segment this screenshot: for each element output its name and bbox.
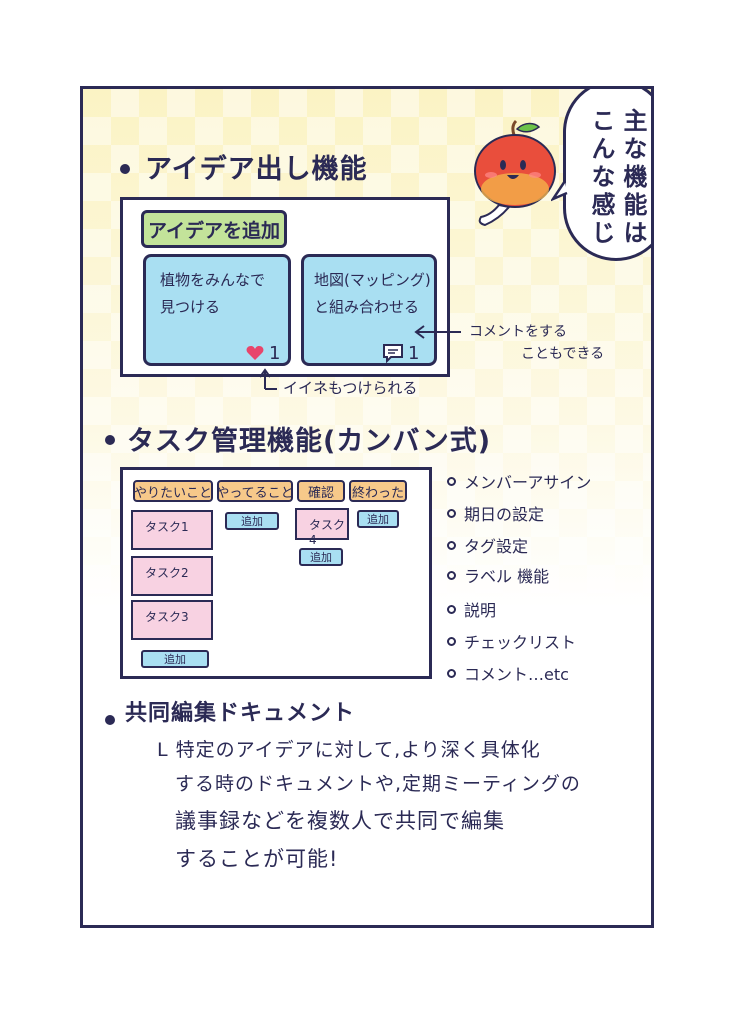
task-card[interactable]: タスク4	[295, 508, 349, 547]
section-title-ideas: アイデア出し機能	[145, 154, 368, 185]
add-idea-button[interactable]: アイデアを追加	[141, 210, 287, 248]
feature-item: チェックリスト	[447, 629, 576, 653]
feature-item: コメント…etc	[447, 661, 569, 685]
circle-bullet-icon	[447, 636, 456, 646]
feature-item: メンバーアサイン	[447, 469, 591, 493]
doc-description-line: する時のドキュメントや,定期ミーティングの	[175, 773, 581, 795]
task-card[interactable]: タスク1	[131, 510, 213, 550]
arrow-icon	[414, 325, 461, 339]
feature-label: ラベル 機能	[464, 567, 550, 586]
feature-item: 期日の設定	[447, 501, 544, 525]
circle-bullet-icon	[447, 540, 456, 550]
section-title-docs: 共同編集ドキュメント	[125, 701, 356, 726]
idea-card-text: 地図(マッピング) と組み合わせる	[314, 271, 431, 316]
comment-note-line2: こともできる	[521, 346, 605, 362]
bubble-tail-icon	[551, 180, 568, 202]
kanban-board: やりたいこと やってること 確認 終わった タスク1 タスク2 タスク3 追加 …	[120, 467, 432, 679]
illustration-frame: アイデア出し機能 アイデアを追加 植物をみんなで 見つける 1 地図(マッピング…	[80, 86, 654, 928]
comment-icon[interactable]	[382, 343, 404, 363]
circle-bullet-icon	[447, 604, 456, 614]
add-task-button[interactable]: 追加	[299, 548, 343, 566]
task-card[interactable]: タスク2	[131, 556, 213, 596]
feature-item: ラベル 機能	[447, 563, 549, 587]
circle-bullet-icon	[447, 476, 456, 486]
idea-card[interactable]: 植物をみんなで 見つける 1	[143, 254, 291, 366]
like-count: 1	[269, 343, 281, 364]
section-title-tasks: タスク管理機能(カンバン式)	[127, 426, 492, 457]
add-task-button[interactable]: 追加	[225, 512, 279, 530]
idea-board: アイデアを追加 植物をみんなで 見つける 1 地図(マッピング) と組み合わせる…	[120, 197, 450, 377]
add-task-button[interactable]: 追加	[357, 510, 399, 528]
doc-description-line: することが可能!	[175, 847, 339, 871]
kanban-column-header[interactable]: 確認	[297, 480, 345, 502]
comment-count: 1	[408, 343, 420, 364]
speech-text-col2: こんな感じ	[587, 108, 615, 248]
doc-description-line: 議事録などを複数人で共同で編集	[175, 809, 505, 833]
feature-label: タグ設定	[464, 537, 529, 556]
task-card[interactable]: タスク3	[131, 600, 213, 640]
bullet-icon	[105, 715, 115, 725]
circle-bullet-icon	[447, 668, 456, 678]
kanban-column-header[interactable]: 終わった	[349, 480, 407, 502]
feature-label: メンバーアサイン	[464, 473, 592, 492]
feature-label: チェックリスト	[464, 633, 577, 652]
circle-bullet-icon	[447, 570, 456, 580]
heart-icon[interactable]	[246, 345, 264, 361]
feature-item: 説明	[447, 597, 496, 621]
feature-item: タグ設定	[447, 533, 528, 557]
feature-label: 期日の設定	[464, 505, 545, 524]
idea-card-text: 植物をみんなで 見つける	[160, 271, 266, 316]
feature-label: コメント…etc	[464, 665, 569, 684]
comment-note-line1: コメントをする	[469, 324, 567, 340]
feature-label: 説明	[464, 601, 497, 620]
kanban-column-header[interactable]: やりたいこと	[133, 480, 213, 502]
doc-description-line: L 特定のアイデアに対して,より深く具体化	[157, 739, 541, 761]
bullet-icon	[105, 435, 115, 445]
idea-card[interactable]: 地図(マッピング) と組み合わせる 1	[301, 254, 437, 366]
apple-mascot-icon	[474, 119, 556, 227]
kanban-column-header[interactable]: やってること	[216, 480, 294, 502]
arrow-icon	[259, 368, 277, 390]
bullet-icon	[120, 164, 130, 174]
add-task-button[interactable]: 追加	[141, 650, 209, 668]
speech-bubble: 主な機能は こんな感じ	[563, 89, 651, 261]
circle-bullet-icon	[447, 508, 456, 518]
like-note: イイネもつけられる	[283, 379, 418, 397]
speech-text-col1: 主な機能は	[619, 108, 647, 248]
